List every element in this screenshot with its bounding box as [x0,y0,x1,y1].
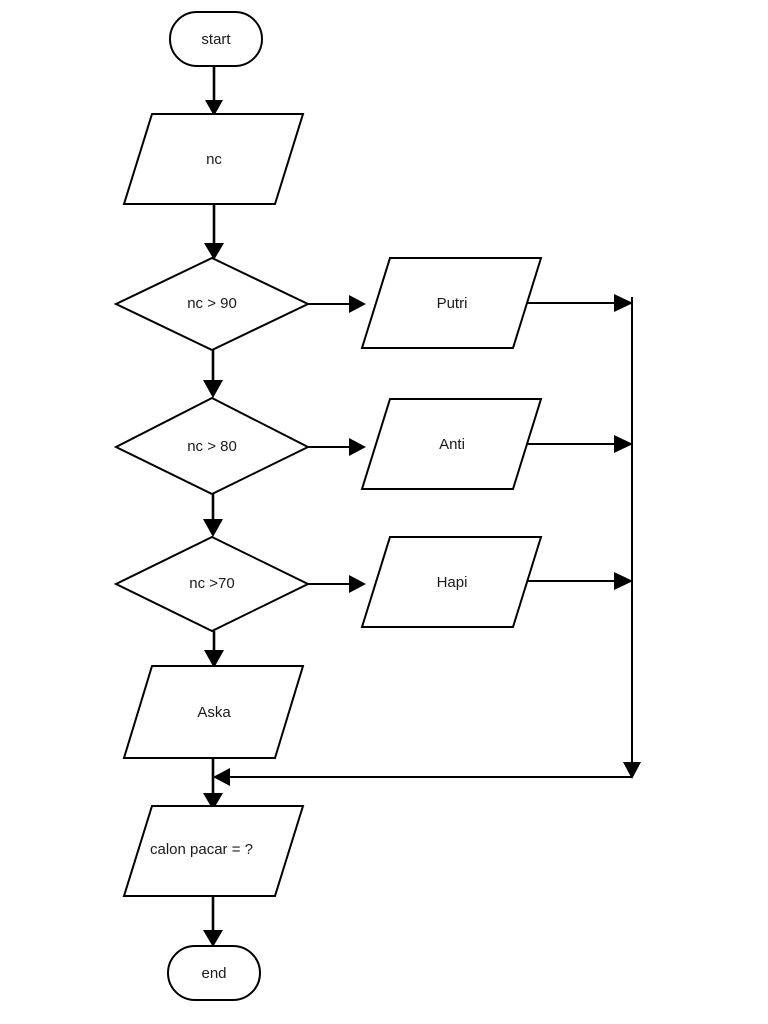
putri-label: Putri [437,295,468,312]
arrow-head-down [203,930,223,947]
arrow-head-down [203,380,223,398]
arrow-head-right [614,294,633,312]
start-label: start [201,31,231,48]
arrow-head-down [203,519,223,537]
arrow-head-right [349,575,366,593]
edge-decision90-to-decision80 [203,350,223,398]
edge-nc-to-decision90 [204,204,224,260]
end-terminator-shape [167,945,261,1001]
arrow-head-right [614,572,633,590]
anti-parallelogram-shape [360,398,543,490]
start-terminator-shape [169,11,263,67]
edge-decision80-to-anti [308,438,366,456]
edge-hapi-to-merge [527,572,633,590]
decision70-label: nc >70 [189,575,234,592]
edge-decision70-to-hapi [308,575,366,593]
arrow-head-left [213,768,230,786]
edge-putri-to-merge [527,294,633,312]
node-end[interactable]: end [167,945,261,1001]
end-label: end [201,965,226,982]
node-decision-nc-gt-80[interactable]: nc > 80 [113,396,311,496]
node-decision-nc-gt-70[interactable]: nc >70 [113,535,311,633]
node-nc[interactable]: nc [122,113,305,205]
arrow-head-down [204,650,224,668]
arrow-head-down [203,793,223,810]
hapi-label: Hapi [437,574,468,591]
node-decision-nc-gt-90[interactable]: nc > 90 [113,256,311,352]
result-label: calon pacar = ? [150,841,253,858]
node-aska[interactable]: Aska [122,665,305,759]
arrow-head-down [205,100,223,116]
merge-trunk [623,297,641,779]
decision80-label: nc > 80 [187,438,237,455]
edge-decision80-to-decision70 [203,494,223,537]
edge-decision90-to-putri [308,295,366,313]
edge-aska-to-result [203,758,223,810]
node-result[interactable]: calon pacar = ? [122,805,305,897]
decision70-diamond-shape [113,535,311,633]
edge-result-to-end [203,896,223,947]
aska-parallelogram-shape [122,665,305,759]
edge-decision70-to-aska [204,631,224,668]
arrow-head-right [349,295,366,313]
result-parallelogram-shape [122,805,305,897]
anti-label: Anti [439,436,465,453]
putri-parallelogram-shape [360,257,543,349]
arrow-head-right [614,435,633,453]
arrow-head-right [349,438,366,456]
node-anti[interactable]: Anti [360,398,543,490]
arrow-head-down [623,762,641,779]
decision90-label: nc > 90 [187,295,237,312]
node-hapi[interactable]: Hapi [360,536,543,628]
aska-label: Aska [197,704,231,721]
edge-merge-to-main-column [213,768,632,786]
edge-start-to-nc [205,66,223,116]
node-putri[interactable]: Putri [360,257,543,349]
arrow-head-down [204,243,224,260]
nc-label: nc [206,151,222,168]
node-start[interactable]: start [169,11,263,67]
edge-anti-to-merge [527,435,633,453]
hapi-parallelogram-shape [360,536,543,628]
nc-parallelogram-shape [122,113,305,205]
